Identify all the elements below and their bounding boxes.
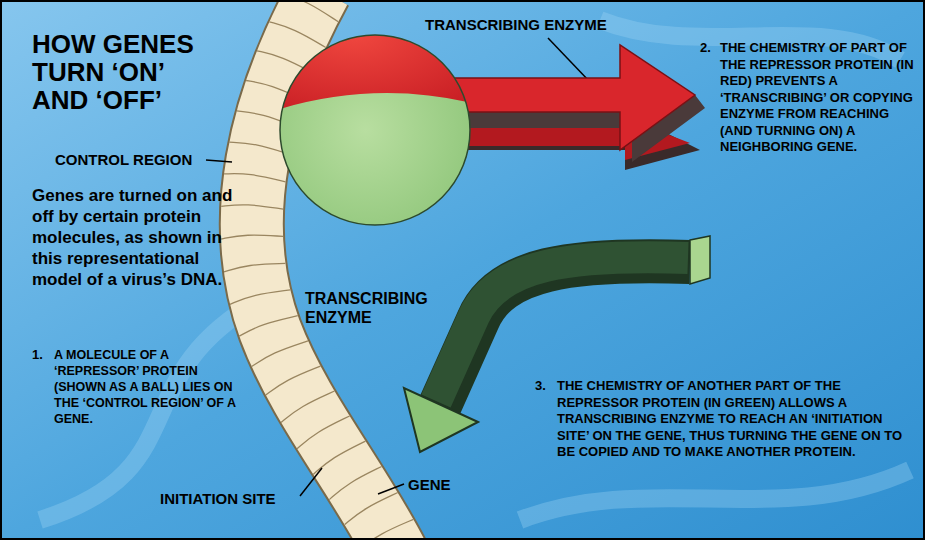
green-arrowhead: [404, 388, 478, 452]
dna-segment-line: [269, 22, 325, 48]
dna-segment-line: [221, 205, 283, 209]
dna-segment-line: [224, 174, 286, 182]
note-text: THE CHEMISTRY OF PART OF THE REPRESSOR P…: [720, 40, 915, 156]
leader-line: [300, 468, 322, 496]
dna-segment-line: [266, 366, 321, 395]
dna-segment-line: [239, 316, 298, 336]
repressor-ball-outline: [280, 35, 470, 225]
part-label: CONTROL REGION: [55, 151, 192, 169]
dna-segment-line: [297, 416, 350, 449]
leader-line: [378, 484, 404, 494]
part-label: GENE: [408, 476, 451, 494]
part-label: TRANSCRIBING ENZYME: [425, 16, 607, 34]
dna-segment-line: [221, 235, 283, 239]
note-text: A MOLECULE OF A ‘REPRESSOR’ PROTEIN (SHO…: [54, 347, 244, 427]
dna-segment-line: [329, 466, 381, 499]
note-text: THE CHEMISTRY OF ANOTHER PART OF THE REP…: [557, 378, 912, 461]
callout-number: 2.: [700, 40, 711, 56]
dna-segment-line: [283, 0, 338, 22]
callout-number: 3.: [535, 378, 546, 394]
dna-segment-line: [224, 263, 285, 271]
part-label: INITIATION SITE: [160, 490, 276, 508]
intro-text: Genes are turned on and off by certain p…: [32, 185, 244, 290]
leader-line: [548, 38, 590, 82]
leader-line: [206, 160, 232, 162]
dna-segment-line: [281, 391, 334, 422]
dna-segment-line: [359, 519, 413, 540]
dna-segment-line: [252, 341, 308, 367]
dna-segment-line: [345, 492, 398, 524]
part-label: TRANSCRIBING ENZYME: [305, 289, 445, 327]
diagram-title: HOW GENES TURN ‘ON’ AND ‘OFF’: [32, 30, 217, 114]
callout-number: 1.: [32, 347, 43, 363]
green-arrow-end: [690, 236, 710, 284]
dna-segment-line: [230, 290, 290, 304]
red-arrow: [450, 45, 695, 150]
